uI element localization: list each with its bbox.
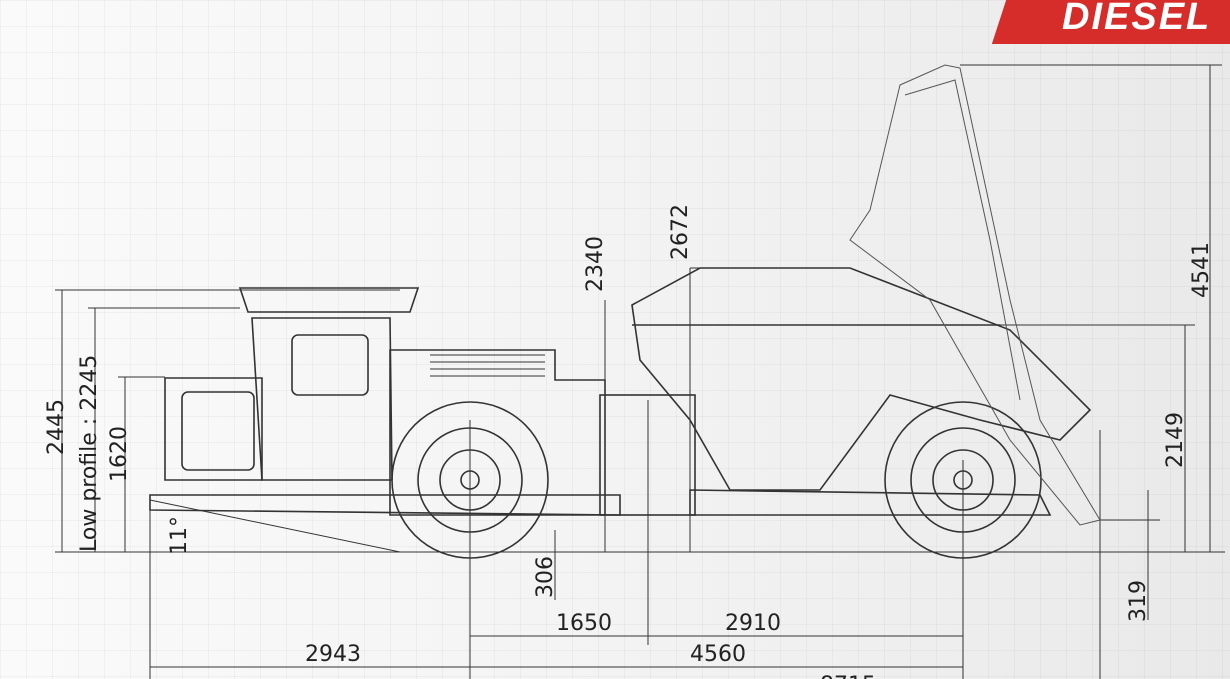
dim-overall-length: 8715 xyxy=(820,673,876,679)
tipped-body-outline xyxy=(849,64,1101,526)
dim-ground-clearance: 306 xyxy=(533,556,558,598)
dim-rear-overhang: 2943 xyxy=(305,642,361,667)
dimension-labels: 2445 Low profile : 2245 1620 11° 2340 26… xyxy=(44,204,1214,679)
dim-wheelbase: 4560 xyxy=(690,642,746,667)
dim-overall-height: 2445 xyxy=(44,399,69,455)
dim-rear-height: 1620 xyxy=(107,426,132,482)
dim-low-profile: Low profile : 2245 xyxy=(77,355,102,552)
dim-body-edge-height: 2149 xyxy=(1163,412,1188,468)
dim-departure-angle: 11° xyxy=(167,516,192,555)
diesel-badge-label: DIESEL xyxy=(1062,0,1212,38)
dim-front-axle-pivot: 1650 xyxy=(556,611,612,636)
dim-cab-body-height: 2340 xyxy=(583,236,608,292)
truck-outline xyxy=(149,267,1092,559)
dimension-lines xyxy=(55,64,1225,679)
dim-tipped-height: 4541 xyxy=(1189,242,1214,298)
dim-pivot-rear-axle: 2910 xyxy=(725,611,781,636)
dim-dump-clearance: 319 xyxy=(1126,580,1151,622)
dim-body-top-height: 2672 xyxy=(668,204,693,260)
